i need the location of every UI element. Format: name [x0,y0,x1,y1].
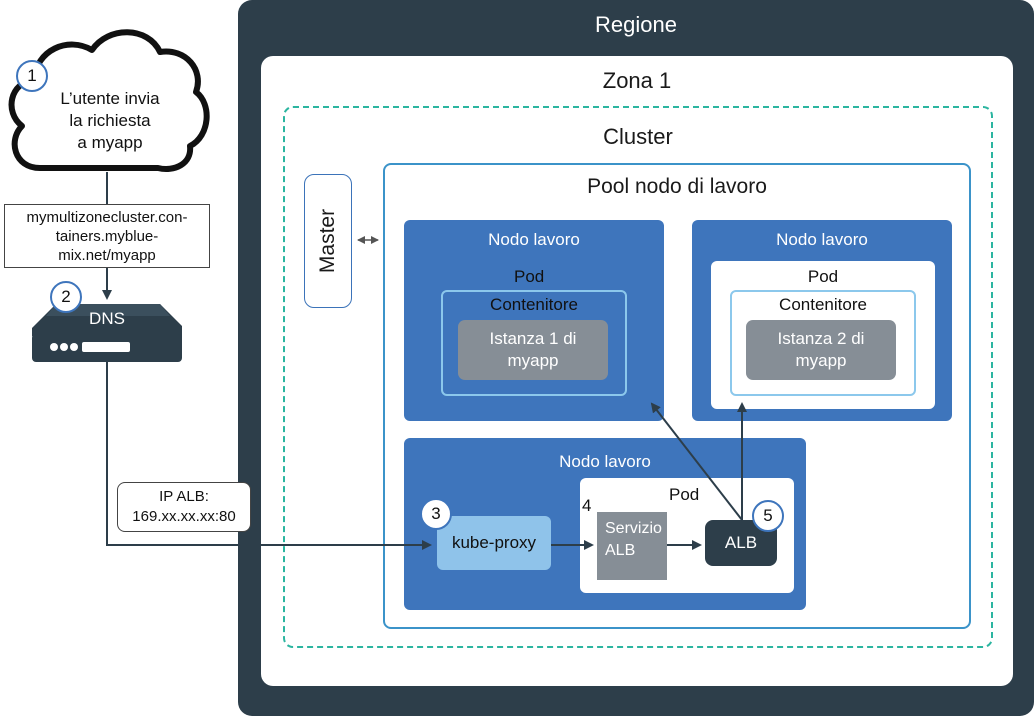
worker-node-3-title: Nodo lavoro [559,452,651,471]
kube-proxy-box: kube-proxy [437,516,551,570]
worker-node-1-title: Nodo lavoro [488,230,580,249]
step-badge-4: 4 [582,496,592,515]
worker-node-3-pod-title: Pod [669,485,700,504]
app-url-line-3: mix.net/myapp [58,247,156,264]
worker-node-1-pod-title: Pod [514,267,545,286]
alb-to-instance-1-arrow [650,402,743,521]
worker-pool-title: Pool nodo di lavoro [587,175,767,198]
instance-1-line-2: myapp [507,351,559,370]
dns-server-icon [32,304,182,362]
alb-ip-line-2: 169.xx.xx.xx:80 [132,508,236,525]
user-request-line-1: L’utente invia [60,89,160,108]
instance-1-line-1: Istanza 1 di [489,329,577,348]
cloud-shape [8,29,210,172]
app-url-line-1: mymultizonecluster.con- [26,209,188,226]
app-url-line-2: tainers.myblue- [55,228,159,245]
alb-service-line-2: ALB [605,542,636,559]
worker-node-1-container-title: Contenitore [490,295,578,314]
myapp-instance-2: Istanza 2 di myapp [746,320,896,380]
worker-node-2-container-title: Contenitore [779,295,867,314]
instance-2-line-2: myapp [795,351,847,370]
region-title: Regione [595,12,677,37]
master-node [304,174,352,308]
user-request-line-2: la richiesta [69,111,151,130]
cluster-container [283,106,993,648]
step-badge-5: 5 [752,500,784,532]
dns-to-kube-proxy-arrow [106,362,432,550]
step-badge-1: 1 [16,60,48,92]
worker-node-2-title: Nodo lavoro [776,230,868,249]
alb-service-box: Servizio ALB [597,512,667,580]
dns-label: DNS [89,309,125,328]
worker-node-2-container [730,290,916,396]
worker-node-2-pod-title: Pod [807,267,839,286]
step-badge-2: 2 [50,281,82,313]
user-request-line-3: a myapp [77,133,143,152]
user-request-text: L’utente invia la richiesta a myapp [40,88,180,154]
step-badge-3: 3 [420,498,452,530]
app-url-box: mymultizonecluster.con- tainers.myblue- … [4,204,210,268]
cluster-title: Cluster [603,124,673,149]
alb-ip-line-1: IP ALB: [159,488,209,505]
instance-2-line-1: Istanza 2 di [777,329,865,348]
myapp-instance-1: Istanza 1 di myapp [458,320,608,380]
zone-title: Zona 1 [602,68,672,93]
alb-service-line-1: Servizio [605,520,662,537]
worker-node-1-container [441,290,627,396]
alb-ip-box: IP ALB: 169.xx.xx.xx:80 [117,482,251,532]
